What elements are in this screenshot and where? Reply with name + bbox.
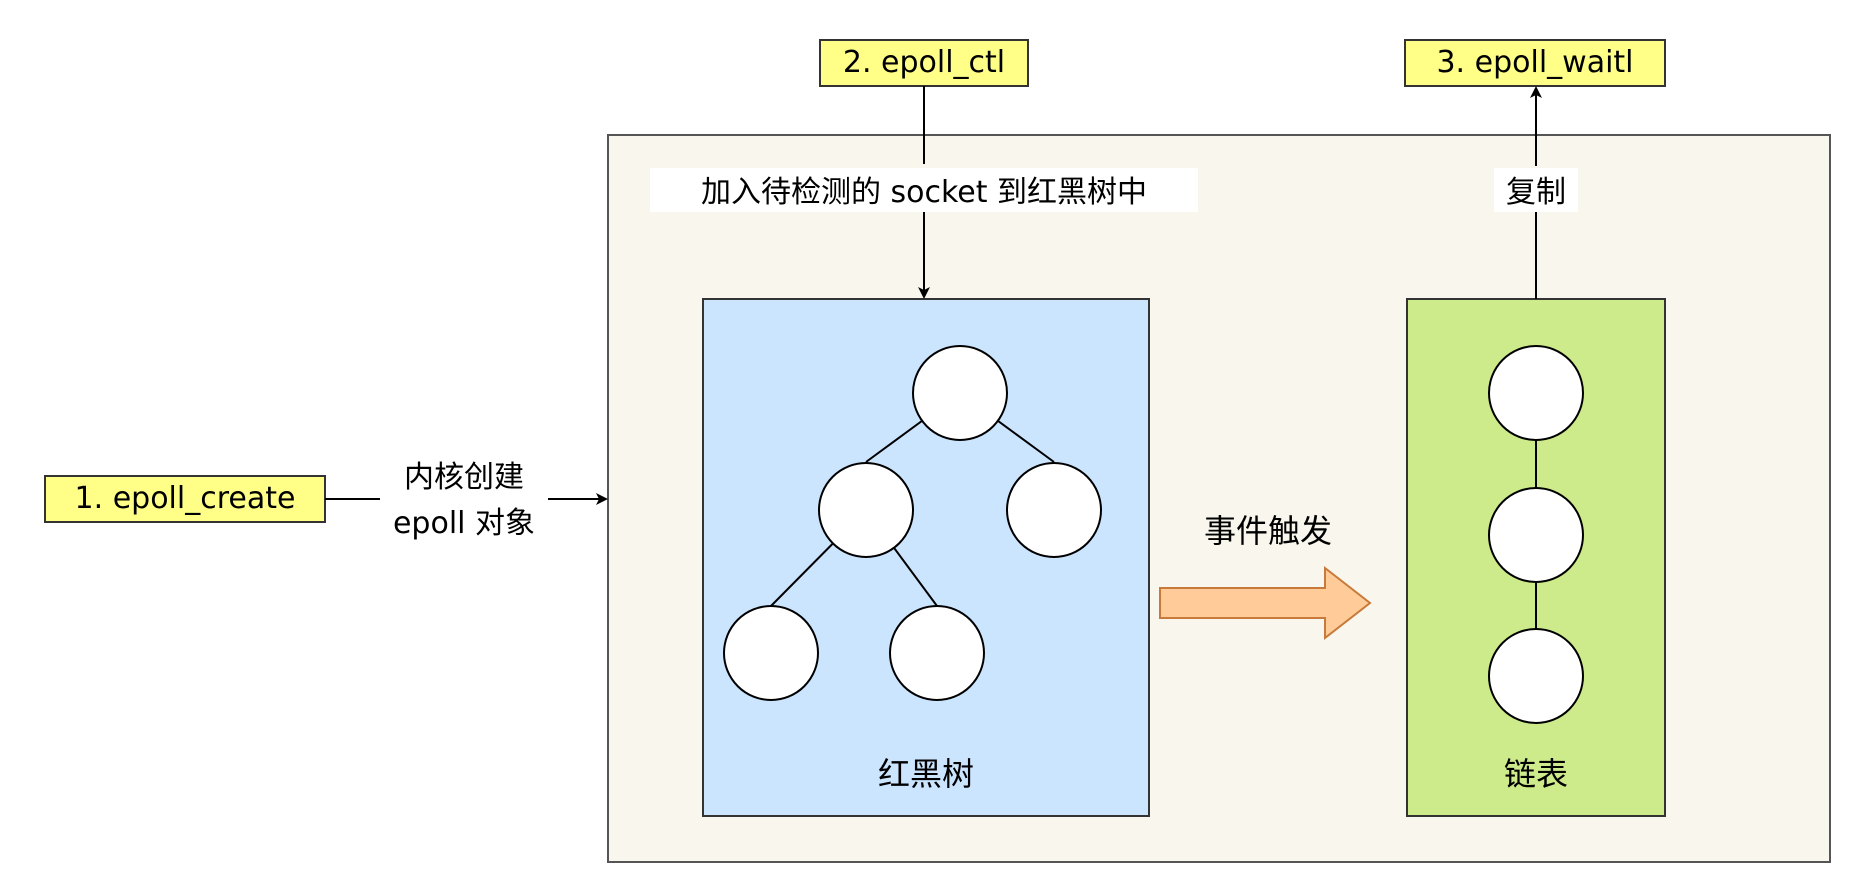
ctl-action-label: 加入待检测的 socket 到红黑树中 xyxy=(701,175,1147,210)
rbtree-label: 红黑树 xyxy=(878,755,974,793)
event-trigger-label: 事件触发 xyxy=(1204,512,1332,550)
step-ctl-label: 2. epoll_ctl xyxy=(843,45,1005,80)
tree-node-left-right xyxy=(889,605,985,701)
create-desc-line1: 内核创建 xyxy=(404,460,524,495)
wait-action-bg xyxy=(1494,168,1578,212)
ctl-action-bg xyxy=(650,168,1198,212)
list-node-3 xyxy=(1488,628,1584,724)
step-wait-box xyxy=(1404,39,1666,87)
step-wait-label: 3. epoll_waitl xyxy=(1436,45,1633,80)
create-desc-line2: epoll 对象 xyxy=(393,506,535,541)
tree-node-left xyxy=(818,462,914,558)
list-node-2 xyxy=(1488,487,1584,583)
tree-node-root xyxy=(912,345,1008,441)
tree-node-left-left xyxy=(723,605,819,701)
linked-list-label: 链表 xyxy=(1504,755,1568,793)
event-trigger-arrow xyxy=(1159,565,1372,641)
list-node-1 xyxy=(1488,345,1584,441)
tree-node-right xyxy=(1006,462,1102,558)
step-create-label: 1. epoll_create xyxy=(75,481,296,516)
wait-action-label: 复制 xyxy=(1506,175,1566,210)
step-ctl-box xyxy=(819,39,1029,87)
